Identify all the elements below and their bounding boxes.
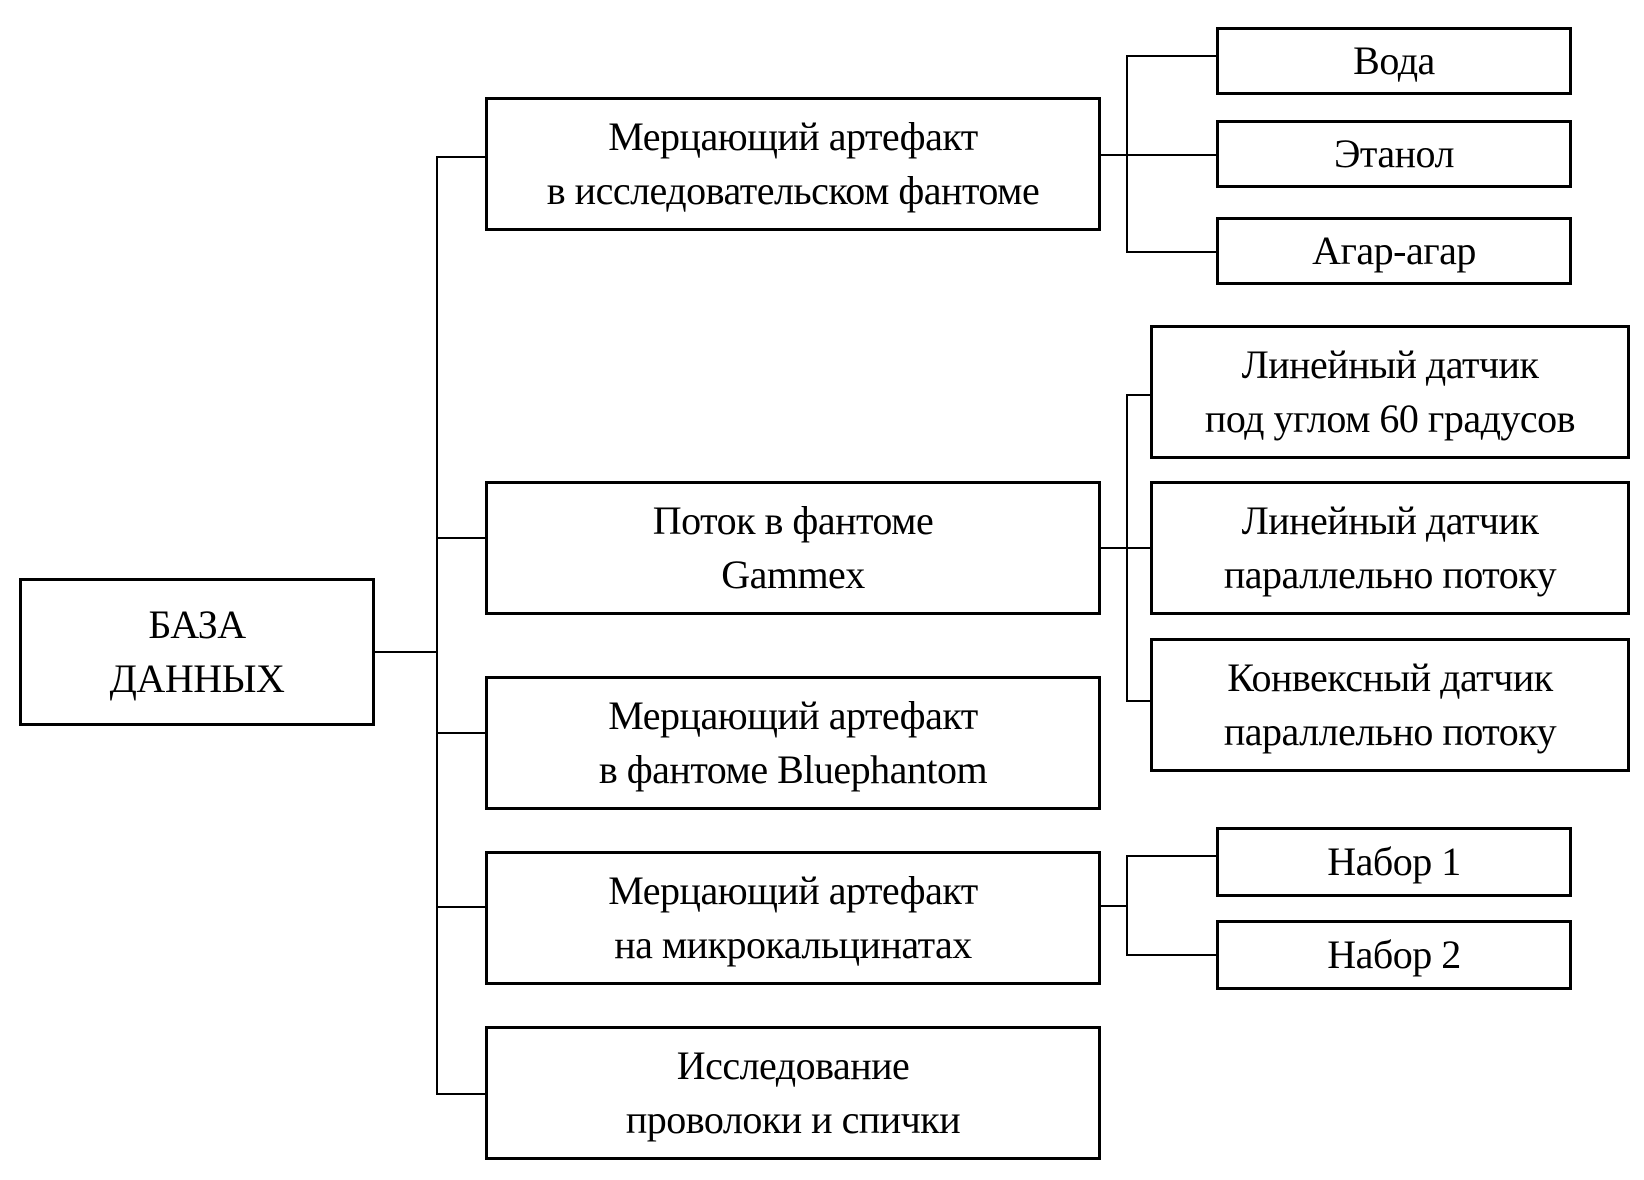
- connector-branch-1-child-2: [1126, 700, 1150, 702]
- connector-trunk-to-branch-4: [436, 1093, 485, 1095]
- leaf-node-convex-parallel: Конвексный датчик параллельно потоку: [1150, 638, 1630, 772]
- branch-label-line: Gammex: [721, 552, 865, 597]
- branch-node-research-phantom: Мерцающий артефакт в исследовательском ф…: [485, 97, 1101, 231]
- connector-branch-1-child-0: [1126, 394, 1150, 396]
- leaf-label-line: Линейный датчик: [1241, 342, 1539, 387]
- connector-trunk-to-branch-0: [436, 156, 485, 158]
- branch-node-bluephantom: Мерцающий артефакт в фантоме Bluephantom: [485, 676, 1101, 810]
- connector-trunk-to-branch-2: [436, 732, 485, 734]
- branch-label-line: Мерцающий артефакт: [608, 114, 978, 159]
- connector-branch-3-child-1: [1126, 954, 1216, 956]
- branch-label-line: Поток в фантоме: [652, 498, 934, 543]
- connector-trunk: [436, 156, 438, 1095]
- leaf-label-line: Этанол: [1334, 131, 1454, 176]
- connector-branch-1-spine: [1126, 394, 1128, 702]
- root-node-database: БАЗА ДАННЫХ: [19, 578, 375, 726]
- connector-trunk-to-branch-1: [436, 537, 485, 539]
- connector-trunk-to-branch-3: [436, 906, 485, 908]
- branch-label-line: Исследование: [676, 1043, 910, 1088]
- connector-branch-0-spine: [1126, 55, 1128, 253]
- leaf-label-line: Набор 1: [1327, 839, 1461, 884]
- branch-label-line: Мерцающий артефакт: [608, 693, 978, 738]
- leaf-node-linear-parallel: Линейный датчик параллельно потоку: [1150, 481, 1630, 615]
- branch-label-line: Мерцающий артефакт: [608, 868, 978, 913]
- leaf-label-line: параллельно потоку: [1223, 709, 1557, 754]
- leaf-label-line: Агар-агар: [1312, 228, 1476, 273]
- leaf-label-line: Линейный датчик: [1241, 498, 1539, 543]
- leaf-node-set-1: Набор 1: [1216, 827, 1572, 897]
- branch-label-line: в фантоме Bluephantom: [598, 747, 988, 792]
- root-label-line-1: БАЗА: [148, 602, 246, 647]
- connector-branch-3-child-0: [1126, 855, 1216, 857]
- leaf-label-line: параллельно потоку: [1223, 552, 1557, 597]
- connector-branch-0-out: [1101, 154, 1216, 156]
- connector-branch-1-out: [1101, 547, 1150, 549]
- leaf-node-water: Вода: [1216, 27, 1572, 95]
- leaf-node-ethanol: Этанол: [1216, 120, 1572, 188]
- branch-label-line: в исследовательском фантоме: [546, 168, 1040, 213]
- root-label-line-2: ДАННЫХ: [109, 656, 285, 701]
- leaf-node-set-2: Набор 2: [1216, 920, 1572, 990]
- leaf-node-agar: Агар-агар: [1216, 217, 1572, 285]
- leaf-label-line: под углом 60 градусов: [1204, 396, 1576, 441]
- connector-branch-3-out: [1101, 905, 1128, 907]
- leaf-label-line: Конвексный датчик: [1227, 655, 1553, 700]
- branch-node-wire-and-match: Исследование проволоки и спички: [485, 1026, 1101, 1160]
- leaf-label-line: Вода: [1353, 38, 1435, 83]
- branch-node-gammex-flow: Поток в фантоме Gammex: [485, 481, 1101, 615]
- connector-branch-0-child-2: [1126, 251, 1216, 253]
- branch-label-line: на микрокальцинатах: [614, 922, 972, 967]
- branch-node-microcalcinates: Мерцающий артефакт на микрокальцинатах: [485, 851, 1101, 985]
- leaf-node-linear-60deg: Линейный датчик под углом 60 градусов: [1150, 325, 1630, 459]
- connector-branch-3-spine: [1126, 855, 1128, 956]
- connector-root-to-trunk: [375, 651, 437, 653]
- connector-branch-0-child-0: [1126, 55, 1216, 57]
- branch-label-line: проволоки и спички: [625, 1097, 961, 1142]
- leaf-label-line: Набор 2: [1327, 932, 1461, 977]
